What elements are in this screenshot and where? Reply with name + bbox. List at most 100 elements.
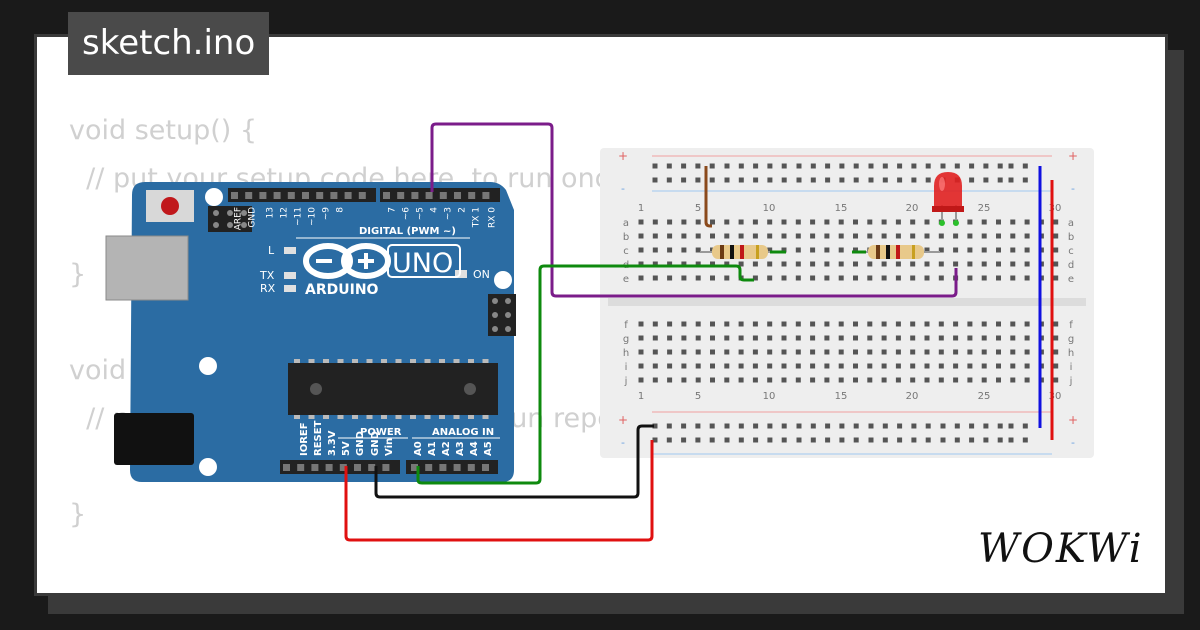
breadboard-hole[interactable]: [638, 261, 644, 267]
breadboard-hole[interactable]: [910, 349, 916, 355]
breadboard-hole[interactable]: [667, 219, 673, 225]
breadboard-hole[interactable]: [752, 377, 758, 383]
breadboard-hole[interactable]: [710, 377, 715, 383]
header-pin[interactable]: [358, 192, 366, 199]
breadboard-hole[interactable]: [681, 363, 687, 369]
breadboard-hole[interactable]: [981, 349, 987, 355]
breadboard-hole[interactable]: [810, 247, 816, 253]
rail-hole[interactable]: [853, 437, 859, 443]
breadboard-hole[interactable]: [910, 261, 916, 267]
breadboard-hole[interactable]: [895, 335, 901, 341]
breadboard-hole[interactable]: [967, 247, 973, 253]
breadboard-hole[interactable]: [652, 219, 658, 225]
breadboard-hole[interactable]: [967, 335, 973, 341]
rail-hole[interactable]: [681, 163, 687, 169]
rail-hole[interactable]: [724, 437, 730, 443]
rail-hole[interactable]: [940, 163, 946, 169]
breadboard-hole[interactable]: [752, 275, 758, 281]
breadboard-hole[interactable]: [767, 363, 773, 369]
breadboard-hole[interactable]: [996, 233, 1001, 239]
breadboard-hole[interactable]: [938, 377, 944, 383]
breadboard-hole[interactable]: [767, 219, 773, 225]
rail-hole[interactable]: [738, 437, 744, 443]
rail-hole[interactable]: [681, 423, 687, 429]
rail-hole[interactable]: [652, 437, 658, 443]
breadboard-hole[interactable]: [667, 275, 673, 281]
breadboard-hole[interactable]: [938, 363, 944, 369]
breadboard-hole[interactable]: [781, 275, 787, 281]
rail-hole[interactable]: [724, 163, 730, 169]
breadboard-hole[interactable]: [724, 335, 730, 341]
header-pin[interactable]: [383, 192, 390, 199]
breadboard-hole[interactable]: [681, 233, 687, 239]
rail-hole[interactable]: [796, 177, 802, 183]
breadboard-hole[interactable]: [724, 261, 730, 267]
rail-hole[interactable]: [983, 177, 989, 183]
breadboard-hole[interactable]: [695, 335, 701, 341]
breadboard-hole[interactable]: [824, 377, 830, 383]
breadboard-hole[interactable]: [767, 377, 773, 383]
breadboard-hole[interactable]: [910, 233, 916, 239]
header-pin[interactable]: [453, 464, 461, 471]
breadboard-hole[interactable]: [838, 363, 844, 369]
rail-hole[interactable]: [997, 163, 1003, 169]
rail-hole[interactable]: [1022, 177, 1028, 183]
header-pin[interactable]: [311, 464, 319, 471]
breadboard-hole[interactable]: [695, 321, 701, 327]
breadboard-hole[interactable]: [695, 219, 701, 225]
header-pin[interactable]: [330, 192, 338, 199]
rail-hole[interactable]: [796, 437, 802, 443]
breadboard-hole[interactable]: [638, 363, 644, 369]
breadboard-hole[interactable]: [1024, 377, 1030, 383]
breadboard-hole[interactable]: [981, 247, 987, 253]
rail-hole[interactable]: [652, 423, 658, 429]
header-pin[interactable]: [283, 464, 290, 471]
breadboard-hole[interactable]: [795, 219, 801, 225]
breadboard-hole[interactable]: [738, 261, 744, 267]
breadboard-hole[interactable]: [1010, 321, 1016, 327]
rail-hole[interactable]: [666, 163, 672, 169]
breadboard-hole[interactable]: [881, 349, 887, 355]
breadboard-hole[interactable]: [652, 321, 658, 327]
rail-hole[interactable]: [853, 163, 859, 169]
rail-hole[interactable]: [868, 423, 874, 429]
header-pin[interactable]: [368, 464, 376, 471]
breadboard-hole[interactable]: [967, 261, 973, 267]
breadboard-hole[interactable]: [810, 261, 816, 267]
rail-hole[interactable]: [695, 423, 701, 429]
breadboard-hole[interactable]: [652, 349, 658, 355]
breadboard-hole[interactable]: [1053, 275, 1059, 281]
header-pin[interactable]: [467, 464, 475, 471]
breadboard-hole[interactable]: [795, 335, 801, 341]
wire-brown[interactable]: [704, 166, 712, 228]
breadboard-hole[interactable]: [967, 377, 973, 383]
breadboard-hole[interactable]: [681, 275, 687, 281]
breadboard-hole[interactable]: [967, 233, 973, 239]
breadboard-hole[interactable]: [981, 275, 987, 281]
breadboard-hole[interactable]: [953, 363, 959, 369]
rail-hole[interactable]: [781, 177, 787, 183]
breadboard-hole[interactable]: [953, 321, 959, 327]
header-pin[interactable]: [397, 192, 405, 199]
breadboard-hole[interactable]: [838, 321, 844, 327]
rail-hole[interactable]: [983, 437, 989, 443]
rail-hole[interactable]: [969, 163, 975, 169]
rail-hole[interactable]: [897, 437, 903, 443]
rail-hole[interactable]: [882, 163, 888, 169]
breadboard-hole[interactable]: [867, 275, 873, 281]
breadboard-hole[interactable]: [981, 219, 987, 225]
rail-hole[interactable]: [724, 423, 730, 429]
rail-hole[interactable]: [882, 437, 888, 443]
breadboard-hole[interactable]: [781, 261, 787, 267]
breadboard-hole[interactable]: [638, 219, 644, 225]
breadboard-hole[interactable]: [867, 321, 873, 327]
breadboard-hole[interactable]: [953, 261, 959, 267]
breadboard-hole[interactable]: [853, 275, 858, 281]
breadboard-hole[interactable]: [781, 335, 787, 341]
breadboard-hole[interactable]: [1024, 275, 1030, 281]
reset-button-cap[interactable]: [161, 197, 179, 215]
breadboard-hole[interactable]: [795, 363, 801, 369]
rail-hole[interactable]: [853, 423, 859, 429]
breadboard-hole[interactable]: [795, 261, 801, 267]
breadboard-hole[interactable]: [638, 335, 644, 341]
